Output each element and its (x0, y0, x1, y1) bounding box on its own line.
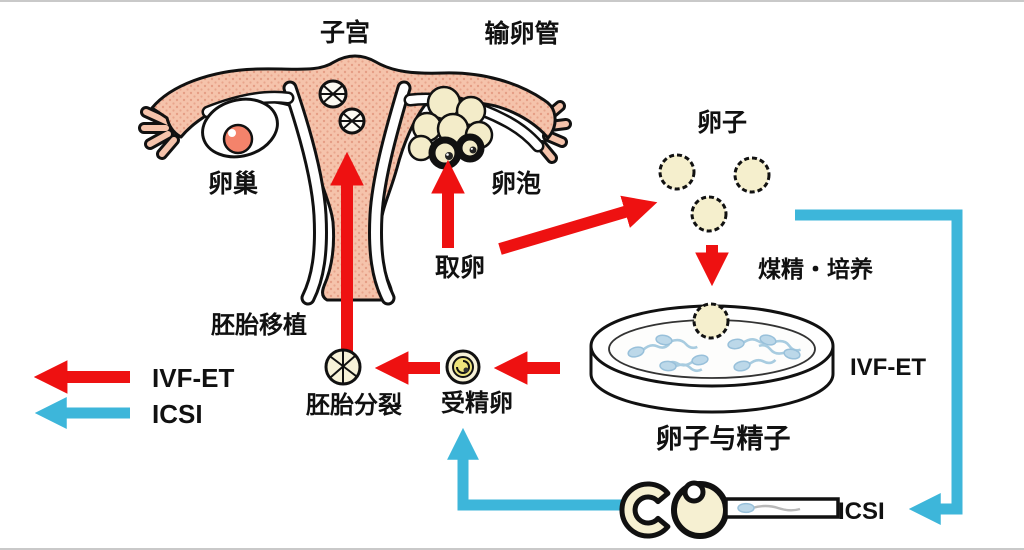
insemination-culture-label: 煤精・培养 (758, 256, 873, 282)
top-border-line (0, 0, 1024, 2)
implanted-embryo-icons (318, 79, 366, 135)
labels: 子宫 输卵管 卵巢 卵泡 取卵 卵子 煤精・培养 胚胎移植 胚胎分裂 受精卵 卵… (208, 18, 926, 525)
embryo-transfer-label: 胚胎移植 (210, 311, 307, 339)
egg-retrieval-label: 取卵 (435, 254, 485, 282)
icsi-route-left (447, 427, 632, 511)
petri-dish-icon (589, 302, 835, 414)
sperm-in-needle (737, 502, 801, 514)
icsi-route-lines (447, 209, 963, 525)
legend: IVF-ET ICSI (33, 360, 234, 429)
ivf-et-dish-label: IVF-ET (850, 354, 926, 381)
icsi-route-right (795, 209, 963, 525)
polar-body (682, 480, 706, 504)
eggs-and-sperm-label: 卵子与精子 (656, 424, 791, 454)
legend-icsi-label: ICSI (152, 399, 203, 429)
icsi-injection-icon (619, 480, 840, 539)
fertilized-egg-icon (445, 349, 481, 385)
holding-pipette-icon (619, 481, 671, 539)
embryo-division-label: 胚胎分裂 (305, 391, 402, 419)
legend-ivf-label: IVF-ET (152, 363, 234, 393)
dividing-embryo-icon (324, 348, 362, 386)
bottom-border-line (0, 548, 1024, 550)
egg-retrieval-arrow (498, 195, 658, 255)
icsi-injection-label: ICSI (838, 498, 885, 525)
ovary-label: 卵巢 (208, 170, 258, 198)
fallopian-tube-label: 输卵管 (484, 19, 559, 48)
ivf-arrows (330, 151, 729, 385)
follicle-cluster-icon (407, 85, 494, 170)
left-fimbria-icon (138, 106, 180, 160)
fertilized-egg-label: 受精卵 (441, 389, 513, 417)
follicle-label: 卵泡 (491, 169, 541, 198)
egg-in-dish (692, 302, 730, 340)
eggs-label: 卵子 (697, 109, 747, 137)
mature-follicle-dots (445, 146, 477, 160)
retrieved-eggs-icon (658, 153, 771, 233)
ovary-icon (201, 97, 279, 159)
uterus-label: 子宫 (320, 18, 370, 47)
